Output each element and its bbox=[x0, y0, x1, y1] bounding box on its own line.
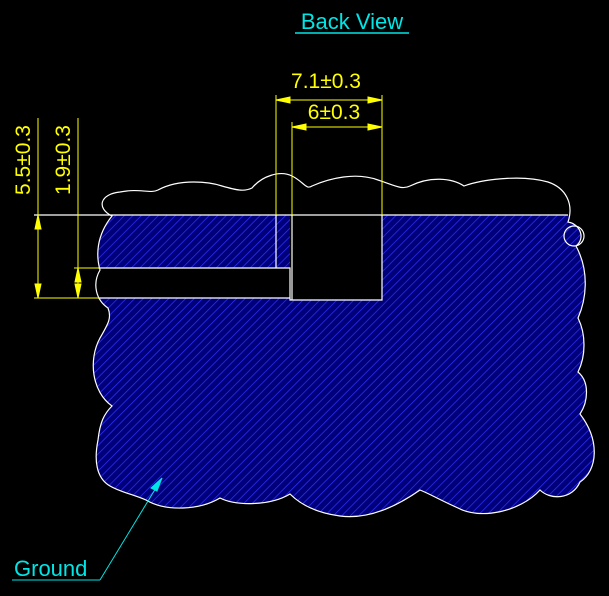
dimension-top bbox=[275, 95, 383, 215]
ground-hatch-region bbox=[93, 215, 595, 517]
dimension-left-outer-label: 5.5±0.3 bbox=[12, 125, 35, 195]
notch-outline bbox=[98, 215, 383, 301]
ground-label: Ground bbox=[14, 556, 87, 581]
ground-outline bbox=[92, 173, 595, 518]
ground-leader bbox=[12, 477, 163, 581]
dimension-left-inner-label: 1.9±0.3 bbox=[52, 125, 75, 195]
dimension-left bbox=[34, 118, 100, 299]
view-title: Back View bbox=[301, 9, 403, 34]
dimension-top-inner-label: 6±0.3 bbox=[308, 101, 360, 124]
ground-outline-bump bbox=[563, 225, 585, 247]
dimension-top-outer-label: 7.1±0.3 bbox=[291, 70, 361, 93]
